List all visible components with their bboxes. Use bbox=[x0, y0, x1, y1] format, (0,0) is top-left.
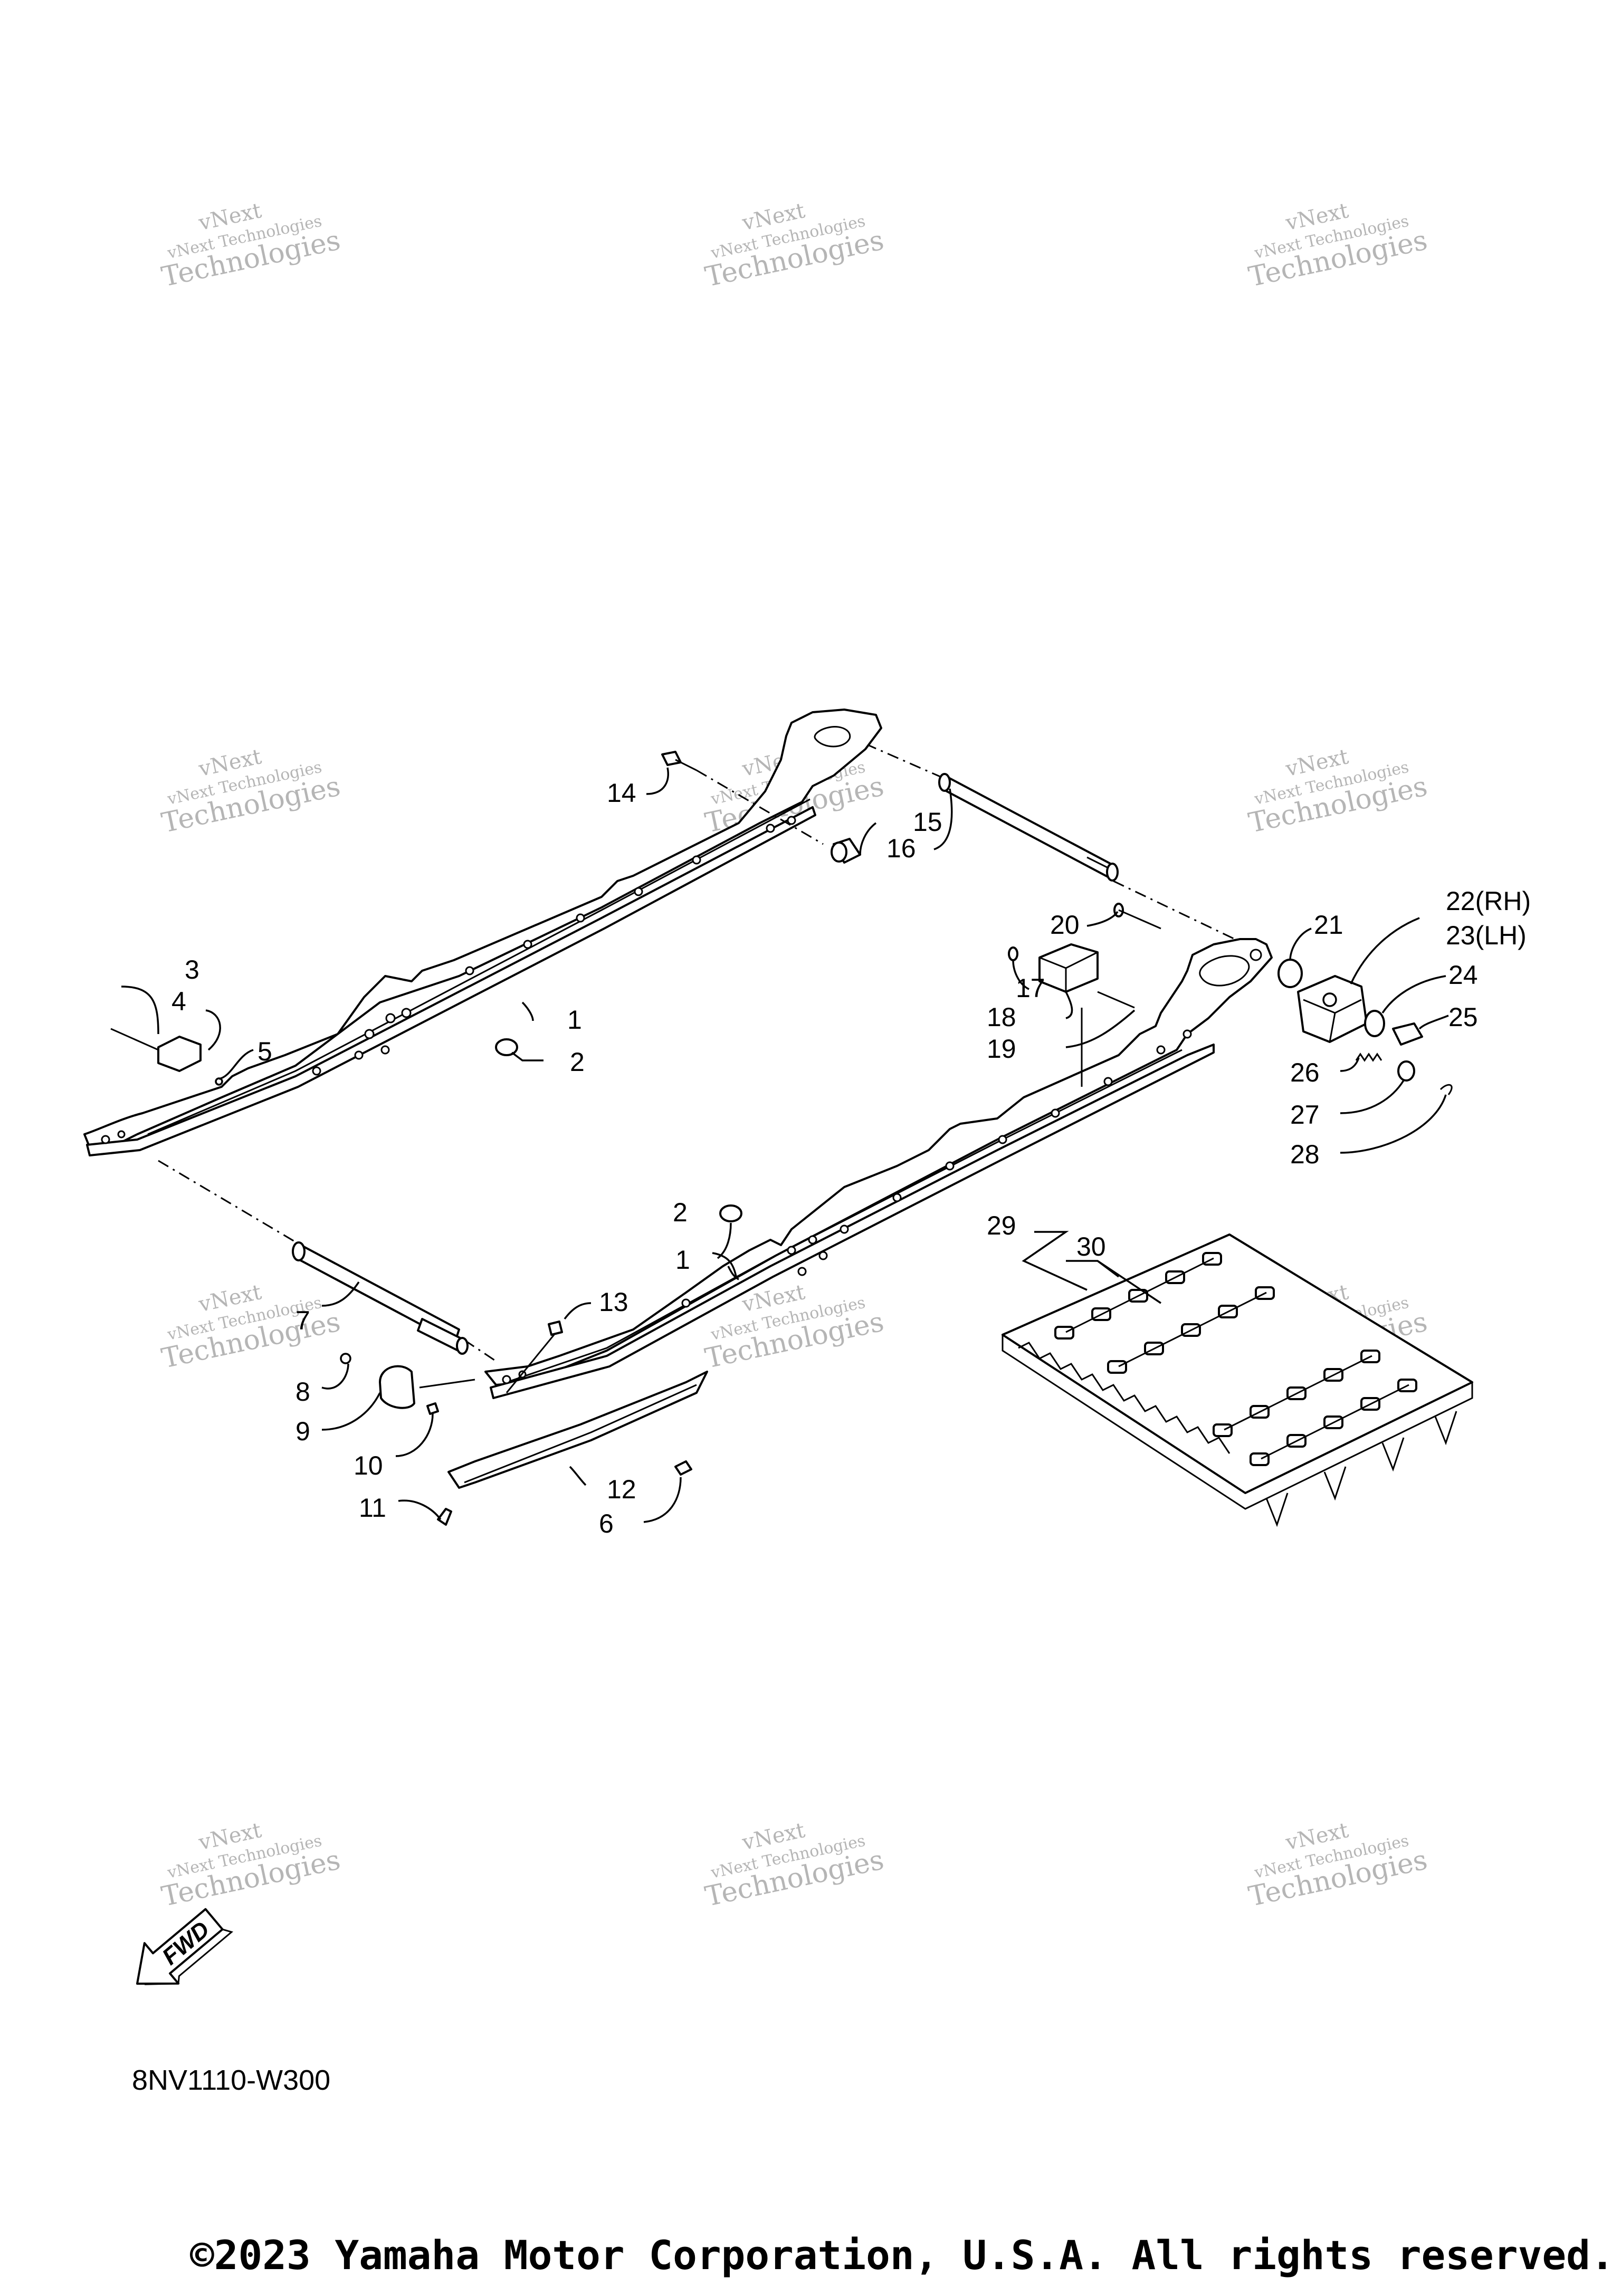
rear-axle bbox=[865, 743, 1235, 940]
callout-17: 17 bbox=[1016, 973, 1045, 1003]
wear-strip bbox=[447, 1371, 708, 1489]
callout-19: 19 bbox=[987, 1034, 1016, 1064]
callout-10: 10 bbox=[354, 1451, 383, 1480]
fwd-arrow: FWD bbox=[136, 1908, 234, 1985]
callout-8: 8 bbox=[295, 1377, 310, 1407]
callout-12: 12 bbox=[607, 1475, 636, 1504]
callout-24: 24 bbox=[1448, 960, 1478, 990]
callout-30: 30 bbox=[1076, 1232, 1106, 1261]
callout-29: 29 bbox=[987, 1211, 1016, 1240]
right-slide-rail bbox=[484, 938, 1273, 1399]
callout-21: 21 bbox=[1314, 910, 1343, 940]
callout-15: 15 bbox=[913, 807, 942, 837]
watermarks: vNext vNext Technologies Technologies vN… bbox=[159, 198, 1430, 1913]
callout-3: 3 bbox=[185, 955, 199, 984]
left-slide-rail bbox=[83, 709, 882, 1156]
callout-6: 6 bbox=[599, 1509, 614, 1538]
callout-22: 22(RH) bbox=[1446, 886, 1531, 916]
callout-20: 20 bbox=[1050, 910, 1080, 940]
watermark: vNext vNext Technologies Technologies bbox=[159, 1818, 343, 1913]
callout-11: 11 bbox=[359, 1493, 386, 1523]
callout-2b: 2 bbox=[673, 1198, 688, 1227]
watermark: vNext vNext Technologies Technologies bbox=[1246, 198, 1430, 293]
watermark: vNext vNext Technologies Technologies bbox=[702, 198, 886, 293]
front-axle bbox=[158, 1160, 497, 1362]
callout-4: 4 bbox=[171, 987, 186, 1016]
callout-16: 16 bbox=[886, 834, 916, 863]
watermark: vNext vNext Technologies Technologies bbox=[159, 744, 343, 839]
track bbox=[1002, 1233, 1473, 1527]
watermark: vNext vNext Technologies Technologies bbox=[159, 198, 343, 293]
left-rail-holes bbox=[101, 816, 796, 1144]
callout-13: 13 bbox=[599, 1287, 628, 1317]
watermark: vNext vNext Technologies Technologies bbox=[1246, 744, 1430, 839]
callout-9: 9 bbox=[295, 1417, 310, 1446]
watermark: vNext vNext Technologies Technologies bbox=[159, 1280, 343, 1375]
callout-26: 26 bbox=[1290, 1058, 1320, 1087]
copyright-notice: ©2023 Yamaha Motor Corporation, U.S.A. A… bbox=[190, 2232, 1615, 2279]
callout-14: 14 bbox=[607, 778, 636, 808]
callout-labels: 1 1 2 2 3 4 5 6 7 8 9 10 11 12 13 14 15 … bbox=[171, 778, 1531, 1538]
callout-18: 18 bbox=[987, 1002, 1016, 1032]
callout-1a: 1 bbox=[567, 1005, 582, 1035]
diagram-code: 8NV1110-W300 bbox=[132, 2064, 331, 2096]
callout-2a: 2 bbox=[570, 1047, 585, 1077]
callout-25: 25 bbox=[1448, 1002, 1478, 1032]
watermark: vNext vNext Technologies Technologies bbox=[1246, 1818, 1430, 1913]
callout-7: 7 bbox=[295, 1306, 310, 1335]
leader-lines bbox=[121, 767, 1449, 1523]
callout-28: 28 bbox=[1290, 1140, 1320, 1169]
callout-5: 5 bbox=[258, 1037, 272, 1066]
callout-1b: 1 bbox=[675, 1245, 690, 1275]
watermark: vNext vNext Technologies Technologies bbox=[702, 1818, 886, 1913]
callout-27: 27 bbox=[1290, 1100, 1320, 1130]
callout-23: 23(LH) bbox=[1446, 921, 1527, 950]
small-parts bbox=[110, 751, 1453, 1526]
